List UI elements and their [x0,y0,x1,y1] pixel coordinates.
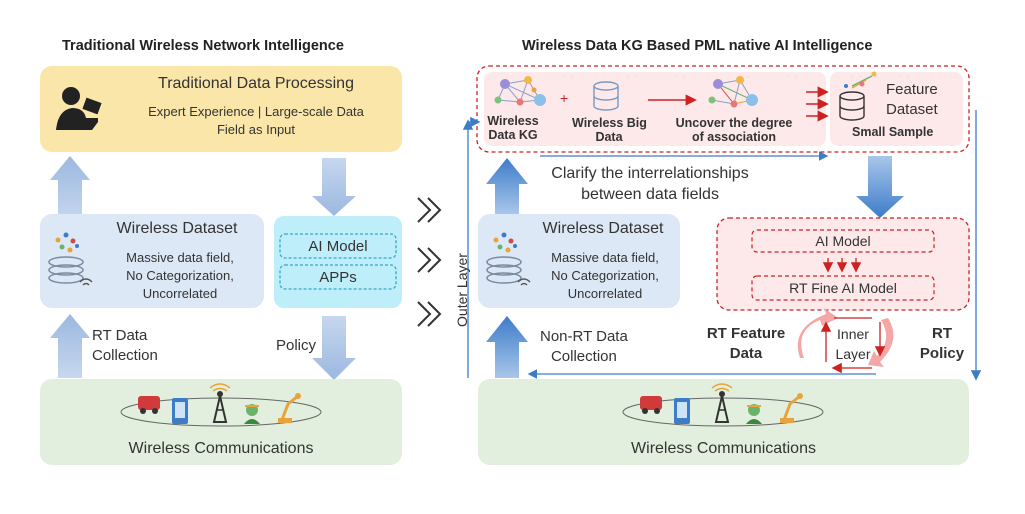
feature-dataset-icon [839,71,877,121]
ai-model-frame-right [751,229,935,253]
clarify-label: Clarify the interrelationships between d… [551,165,749,203]
ai-model-right: AI Model [815,233,871,249]
kg-region-right [830,72,963,146]
comms-label-right: Wireless Communications [631,440,816,457]
dataset-title-right: Wireless Dataset [542,220,664,237]
dataset-line3-right: Uncorrelated [567,286,643,301]
rt-feature-label: RT Feature Data [706,325,786,362]
car-icon [138,396,160,414]
plus-sign: + [560,90,569,106]
comms-label-left: Wireless Communications [128,440,314,457]
network-illustration-right [622,383,824,427]
processing-line2: Field as Input [216,122,296,137]
expert-icon [56,87,102,130]
nonrt-up-arrow [486,316,528,378]
rt-collection-line2: Collection [92,347,158,364]
kg-region-left [484,72,826,146]
feature-down-arrow [856,156,904,218]
up-arrow-left-top [50,156,90,220]
knowledge-graph-icon-1 [494,76,546,106]
right-title: Wireless Data KG Based PML native AI Int… [522,38,873,54]
worker-icon [746,404,762,424]
inner-curve-right [868,318,894,367]
policy-down-arrow [312,316,356,380]
small-sample-label: Small Sample [852,125,934,139]
database-icon-left [48,232,93,286]
rt-fine-frame [751,275,935,301]
robot-arm-icon [278,393,301,423]
inner-curve-left [797,308,838,358]
rt-collection-line1: RT Data [92,327,148,344]
model-container-left [274,216,402,308]
database-icon-bigdata [593,81,619,111]
kg-label: Wireless Data KG [487,114,539,142]
phone-icon [172,398,188,424]
dataset-title-left: Wireless Dataset [116,220,238,237]
outer-layer-label: Outer Layer [454,253,470,327]
feature-red-arrows [806,86,829,122]
ai-region-right [716,217,970,311]
processing-title: Traditional Data Processing [158,75,354,92]
uncover-label: Uncover the degree of association [675,116,793,144]
inner-layer-label: Inner Layer [835,326,871,362]
clarify-up-arrow [486,158,528,214]
policy-label: Policy [276,337,317,354]
ai-model-left: AI Model [308,238,368,255]
worker-icon [244,404,260,424]
rt-fine-model: RT Fine AI Model [789,280,897,296]
model-red-arrows [822,258,862,273]
dataset-line1-left: Massive data field, [126,250,234,265]
dataset-box-left [40,214,264,308]
phone-icon [674,398,690,424]
apps-frame-left [279,264,397,290]
car-icon [640,396,662,414]
processing-box [40,66,402,152]
up-arrow-left-bottom [50,314,90,378]
ai-model-frame-left [279,233,397,259]
bigdata-label: Wireless Big Data [572,116,647,144]
database-icon-right [486,232,531,286]
nonrt-label: Non-RT Data Collection [540,328,628,365]
dataset-line2-left: No Categorization, [126,268,234,283]
dataset-line1-right: Massive data field, [551,250,659,265]
rt-policy-label: RT Policy [919,325,965,362]
tower-icon [711,383,733,423]
left-title: Traditional Wireless Network Intelligenc… [62,38,344,54]
down-arrow-to-model [312,158,356,216]
feature-dataset-label: Feature Dataset [886,81,938,118]
apps-left: APPs [319,269,357,286]
dataset-line3-left: Uncorrelated [142,286,218,301]
tower-icon [209,383,231,423]
dataset-line2-right: No Categorization, [551,268,659,283]
network-illustration-left [120,383,322,427]
processing-line1: Expert Experience | Large-scale Data [148,104,364,119]
knowledge-graph-icon-2 [708,76,758,108]
robot-arm-icon [780,393,803,423]
dataset-box-right [478,214,680,308]
transition-chevrons [417,197,442,327]
